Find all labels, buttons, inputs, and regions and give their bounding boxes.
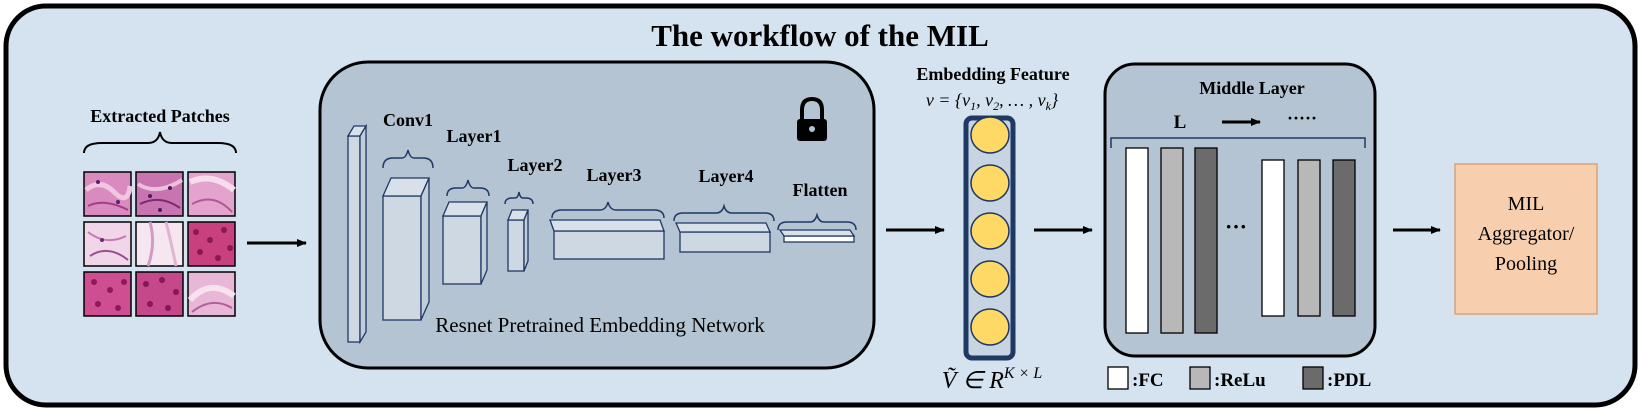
layer3-block: [549, 219, 665, 260]
diagram-title: The workflow of the MIL: [651, 18, 989, 53]
fc-layer: [1125, 147, 1149, 334]
layer3-label: Layer3: [587, 165, 642, 185]
legend-item-fc: :FC: [1107, 366, 1164, 391]
aggregator-line2: Aggregator/: [1478, 223, 1575, 245]
middle-more-dots: ·····: [1287, 108, 1317, 128]
patch-tile: [187, 271, 236, 317]
relu-layer: [1297, 159, 1321, 317]
patch-tile: [187, 171, 236, 217]
flatten-block: [778, 229, 856, 243]
pdl-layer: [1194, 147, 1218, 334]
resnet-panel: Conv1 Layer1 Layer2 Layer3 Lay: [318, 60, 876, 370]
conv1-label: Conv1: [383, 110, 433, 130]
flatten-brace: [777, 212, 857, 231]
extracted-patches-group: Extracted Patches: [83, 106, 237, 317]
pdl-layer: [1332, 159, 1356, 317]
lock-icon: [797, 96, 827, 141]
layer4-label: Layer4: [699, 166, 754, 186]
conv1-block: [381, 177, 431, 321]
svg-text::PDL: :PDL: [1327, 370, 1371, 391]
embedding-feature: Embedding Feature v = {v1, v2, … , vk} Ṽ…: [916, 64, 1069, 394]
patch-tile: [83, 271, 132, 317]
embedding-node: [970, 260, 1010, 298]
patch-tile: [135, 221, 184, 267]
patch-tile: [83, 171, 133, 217]
embedding-node: [970, 164, 1010, 202]
relu-layer: [1160, 147, 1184, 334]
conv1-brace: [382, 149, 434, 169]
svg-text::FC: :FC: [1132, 370, 1164, 391]
middle-ellipsis: ···: [1225, 214, 1247, 239]
legend-item-pdl: :PDL: [1302, 366, 1371, 391]
layer4-brace: [673, 203, 775, 222]
layer1-label: Layer1: [447, 126, 502, 146]
middle-layer-group-2: [1261, 159, 1356, 317]
layer2-label: Layer2: [508, 155, 563, 175]
embedding-title: Embedding Feature: [916, 64, 1069, 84]
embedding-node: [970, 308, 1010, 346]
patch-tile: [187, 221, 236, 267]
input-block: [346, 123, 368, 345]
patches-brace: [83, 131, 237, 154]
layer2-brace: [504, 191, 534, 205]
middle-layer-title: Middle Layer: [1199, 78, 1305, 98]
svg-text::ReLu: :ReLu: [1214, 370, 1266, 391]
layer1-block: [442, 201, 488, 285]
flatten-label: Flatten: [793, 180, 848, 200]
middle-layer-panel: Middle Layer L ····· ···: [1103, 62, 1377, 358]
layer1-brace: [446, 179, 490, 197]
legend-item-relu: :ReLu: [1189, 366, 1266, 391]
layer3-brace: [551, 201, 665, 219]
mil-aggregator-box: MIL Aggregator/ Pooling: [1454, 163, 1598, 315]
legend: :FC :ReLu :PDL: [1107, 366, 1371, 391]
patch-grid: [83, 171, 236, 317]
patch-tile: [135, 171, 184, 217]
middle-l-label: L: [1174, 112, 1187, 133]
fc-layer: [1261, 159, 1285, 317]
layer2-block: [507, 209, 529, 272]
patch-tile: [135, 271, 184, 317]
aggregator-line1: MIL: [1508, 193, 1545, 215]
embedding-matrix-formula: Ṽ ∈ RK × L: [942, 365, 1043, 394]
embedding-nodes: [970, 116, 1010, 346]
middle-bracket: [1110, 137, 1366, 148]
embedding-node: [970, 116, 1010, 154]
patch-tile: [83, 221, 132, 267]
middle-layer-group-1: [1125, 147, 1218, 334]
network-caption: Resnet Pretrained Embedding Network: [435, 313, 765, 337]
aggregator-line3: Pooling: [1495, 253, 1557, 275]
patches-label: Extracted Patches: [90, 106, 229, 126]
embedding-node: [970, 212, 1010, 250]
embedding-set-formula: v = {v1, v2, … , vk}: [926, 90, 1059, 113]
layer4-block: [674, 222, 772, 253]
